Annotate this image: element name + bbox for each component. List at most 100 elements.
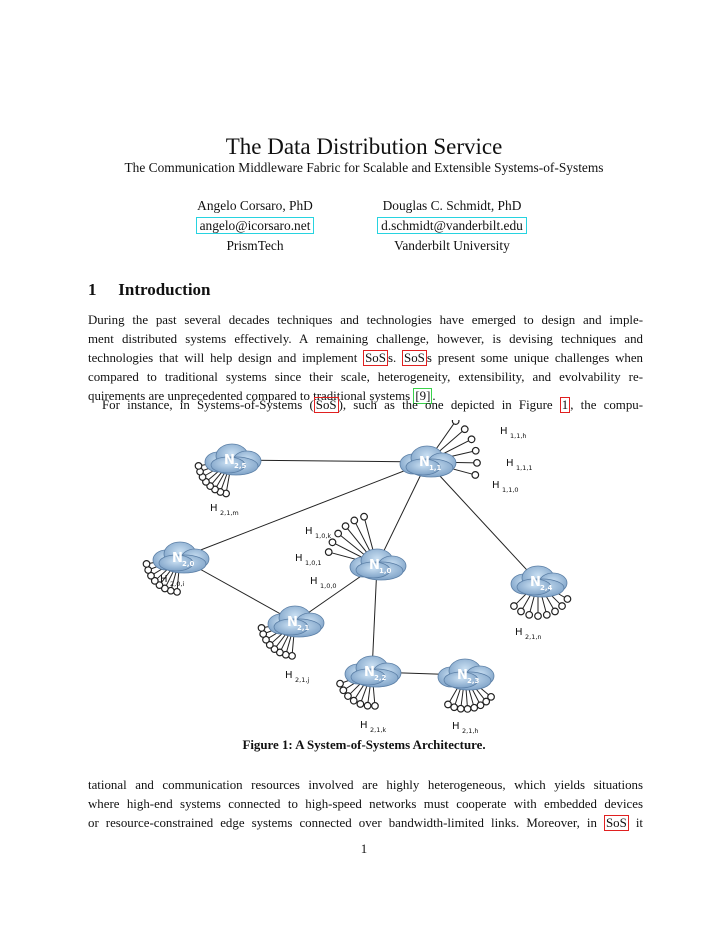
figure-caption: Figure 1: A System-of-Systems Architectu… [242,738,486,752]
host-node [350,516,359,525]
host-node [473,458,481,467]
host-node [150,576,159,585]
host-node [456,704,465,713]
host-label: H [360,720,368,731]
host-label: H [295,553,303,564]
cloud-label: N [419,455,430,470]
host-label-subscript: 1,1,0 [502,486,519,494]
host-label-subscript: 1,0,0 [320,582,337,590]
text-line: tational and communication resources inv… [88,778,643,792]
host-label: H [506,458,514,469]
network-link [371,564,378,673]
network-link [231,459,428,463]
host-node [155,581,164,590]
host-node [451,420,460,425]
host-node [487,692,495,701]
host-node [257,624,266,632]
host-label-subscript: 1,1,1 [516,464,533,472]
host-label-subscript: 2,0,i [170,580,184,588]
host-label: H [305,526,313,537]
paper-title: The Data Distribution Service [225,134,503,159]
host-node [173,587,181,596]
host-label: H [492,480,500,491]
host-node [265,640,274,649]
cloud-label-subscript: 2,3 [467,677,480,685]
host-node [460,425,469,434]
cloud-label: N [369,558,380,573]
text-line: quirements are unprecedented compared to… [88,388,436,404]
section-heading: 1 Introduction [88,280,211,300]
host-node [471,471,480,479]
author-email-link[interactable]: d.schmidt@vanderbilt.edu [377,217,527,234]
author-affiliation: Vanderbilt University [394,238,510,253]
host-node [517,607,525,616]
text-line: technologies that will help design and i… [88,350,643,366]
host-node [270,645,279,654]
host-node [534,612,542,620]
text-line: compared to traditional systems since th… [88,370,643,384]
intro-paragraph-1: During the past several decades techniqu… [88,311,643,406]
host-node [194,462,203,470]
host-label: H [160,574,168,585]
host-label-subscript: 2,1,n [525,633,542,641]
host-label: H [515,627,523,638]
author-email-link[interactable]: angelo@icorsaro.net [195,217,315,234]
host-label-subscript: 2,1,m [220,509,239,517]
text-line: or resource-constrained edge systems con… [88,815,643,831]
host-node [563,595,572,603]
network-link [376,461,428,566]
author-block-2: Douglas C. Schmidt, PhD d.schmidt@vander… [352,196,552,256]
host-label-subscript: 1,0,k [315,532,331,540]
host-node [525,610,534,619]
host-node [339,686,348,695]
citation-link[interactable]: [9] [413,388,433,404]
author-block-1: Angelo Corsaro, PhD angelo@icorsaro.net … [155,196,355,256]
page-number: 1 [360,842,368,856]
cloud-label: N [172,551,183,566]
host-node [467,435,476,444]
cloud-label: N [530,575,541,590]
text-line: ment distributed systems effectively. A … [88,332,643,346]
text-line: During the past several decades techniqu… [88,313,643,327]
cloud-label: N [224,453,235,468]
host-label: H [500,426,508,437]
cloud-label: N [287,615,298,630]
acronym-link[interactable]: SoS [402,350,427,366]
host-node [336,679,344,688]
host-node [510,602,518,610]
host-node [288,651,296,660]
host-node [551,607,559,616]
host-node [470,703,479,712]
host-label: H [285,670,293,681]
cloud-label-subscript: 2,4 [540,584,553,592]
host-node [450,703,459,712]
host-node [334,529,343,538]
cloud-label-subscript: 1,0 [379,567,392,575]
text-line: For instance, in Systems-of-Systems (SoS… [102,397,644,413]
acronym-link[interactable]: SoS [313,397,339,413]
figure-ref-link[interactable]: 1 [559,397,571,413]
host-node [363,701,372,710]
acronym-link[interactable]: SoS [603,815,629,831]
host-node [444,700,452,709]
host-label-subscript: 2,1,k [370,726,386,734]
host-node [349,696,358,705]
intro-paragraph-2: For instance, in Systems-of-Systems (SoS… [102,396,643,415]
acronym-link[interactable]: SoS [363,350,388,366]
network-link [426,461,539,583]
host-label: H [452,721,460,732]
host-node [360,512,368,521]
host-label-subscript: 2,1,j [295,676,309,684]
host-nodes [142,420,572,713]
cloud-label-subscript: 2,1 [297,624,310,632]
host-node [482,697,491,706]
cloud-label: N [457,668,468,683]
